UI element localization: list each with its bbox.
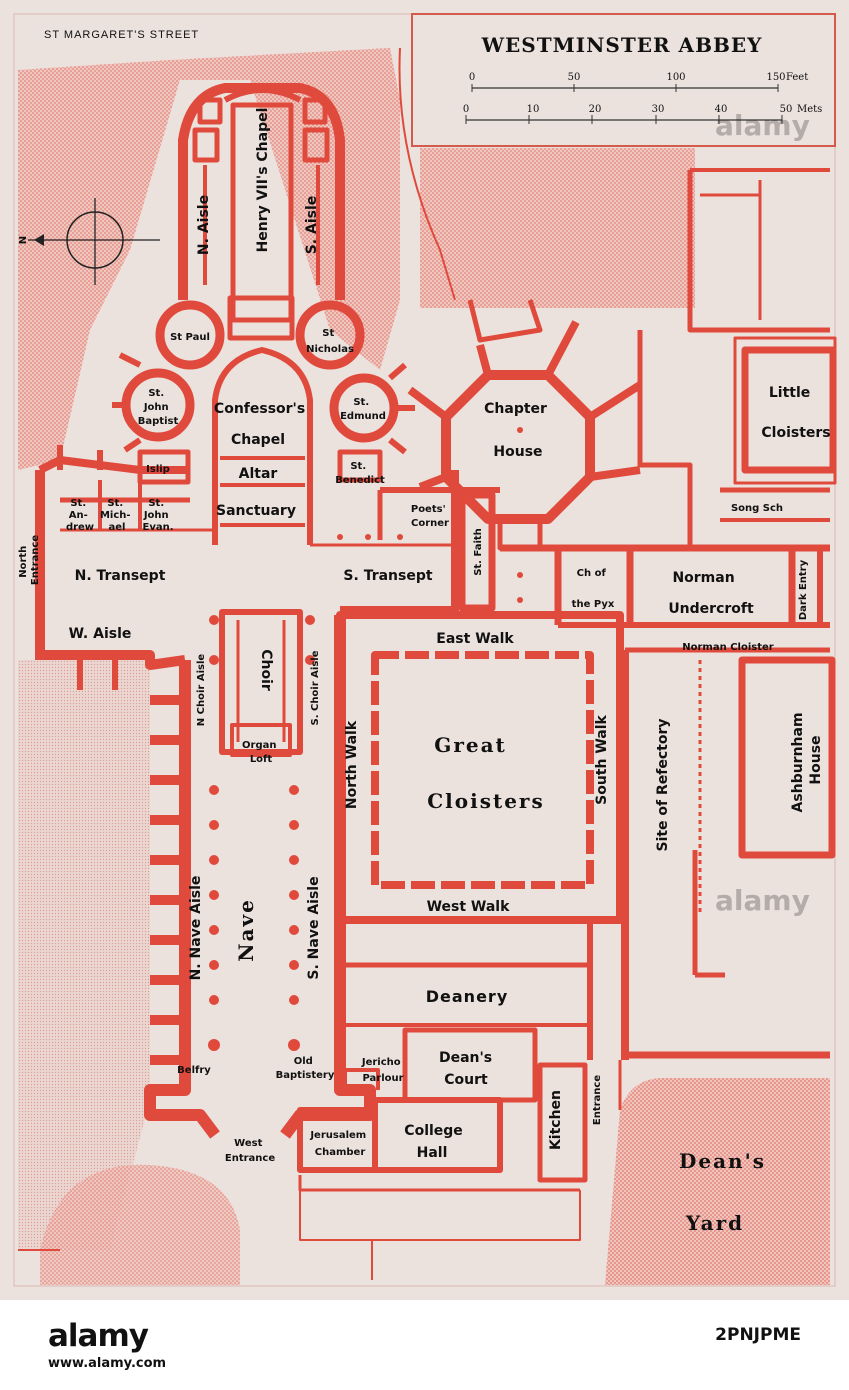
label-norman-undercroft: Norman Undercroft [668,570,754,617]
label-poets-corner: Poets' Corner [411,504,449,529]
svg-text:0: 0 [463,104,469,115]
label-s-aisle: S. Aisle [304,196,320,255]
garden-west [18,660,150,1250]
westminster-abbey-map: WESTMINSTER ABBEY 0 50 100 150 Feet 0 10… [0,0,849,1300]
image-id: 2PNJPME [715,1325,801,1345]
svg-text:30: 30 [652,104,665,115]
label-st-michael: St. Mich- ael [100,498,134,533]
label-entrance: Entrance [592,1075,603,1125]
label-song-sch: Song Sch [731,503,783,514]
label-deanery: Deanery [426,987,509,1006]
label-n-transept: N. Transept [75,568,166,584]
footer-url: www.alamy.com [48,1356,167,1371]
label-old-baptistery: Old Baptistery [276,1056,335,1081]
label-s-choir-aisle: S. Choir Aisle [310,650,321,725]
label-site-of-refectory: Site of Refectory [655,718,671,851]
title-box [411,13,836,147]
label-islip: Islip [146,464,170,475]
label-altar: Altar [239,466,278,482]
street-label: ST MARGARET'S STREET [44,29,199,41]
label-north-entrance: North Entrance [18,535,41,585]
label-henry-vii-chapel: Henry VII's Chapel [255,108,271,253]
watermark: alamy alamy [715,109,810,917]
label-north-walk: North Walk [344,720,360,809]
label-st-paul: St Paul [170,332,210,343]
label-deans-yard: Dean's Yard [679,1149,775,1235]
label-st-john-evan: St. John Evan. [142,498,173,533]
label-sanctuary: Sanctuary [216,503,296,519]
label-s-transept: S. Transept [343,568,432,584]
nave-piers [208,427,523,1051]
scale-bar-metres: 0 10 20 30 40 50 Mets [463,104,822,124]
scale-bar-feet: 0 50 100 150 Feet [469,72,808,92]
label-confessors-chapel: Confessor's Chapel [214,401,310,448]
compass-icon [28,198,160,285]
svg-text:Feet: Feet [786,72,808,83]
garden-northeast [420,148,695,308]
svg-text:40: 40 [715,104,728,115]
label-st-benedict: St. Benedict [335,461,385,486]
label-ashburnham-house: Ashburnham House [790,708,824,813]
footer-bar [0,1300,849,1390]
label-ch-of-the-pyx: Ch of the Pyx [572,568,615,610]
label-n-choir-aisle: N Choir Aisle [196,654,207,727]
label-st-nicholas: St Nicholas [306,328,354,355]
label-n-nave-aisle: N. Nave Aisle [188,876,204,981]
label-jericho-parlour: Jericho Parlour [361,1057,404,1084]
compass-north-label: N [18,236,29,244]
label-south-walk: South Walk [594,714,610,804]
label-choir: Choir [258,649,274,691]
label-chapter-house: Chapter House [484,401,552,460]
label-college-hall: College Hall [404,1123,467,1161]
label-organ-loft: Organ Loft [242,740,280,765]
abbey-walls [18,47,837,1280]
label-dark-entry: Dark Entry [798,559,809,620]
map-title: WESTMINSTER ABBEY [481,33,763,57]
label-kitchen: Kitchen [548,1090,564,1150]
svg-text:20: 20 [589,104,602,115]
label-st-edmund: St. Edmund [340,397,386,422]
garden-southwest [40,1164,240,1285]
label-norman-cloister: Norman Cloister [682,642,774,653]
label-east-walk: East Walk [436,631,514,647]
label-jerusalem-chamber: Jerusalem Chamber [309,1130,369,1158]
svg-text:10: 10 [527,104,540,115]
svg-text:Mets: Mets [797,104,822,115]
deans-yard-green [605,1078,830,1285]
label-west-walk: West Walk [427,899,511,915]
label-st-faith: St. Faith [473,528,484,576]
svg-text:50: 50 [568,72,581,83]
label-belfry: Belfry [177,1065,211,1076]
label-s-nave-aisle: S. Nave Aisle [306,876,322,979]
label-w-aisle: W. Aisle [69,626,132,642]
label-st-andrew: St. An- drew [66,498,94,533]
alamy-logo: alamy [48,1318,149,1354]
label-little-cloisters: Little Cloisters [761,385,830,441]
label-st-john-baptist: St. John Baptist [138,388,179,427]
svg-text:150: 150 [766,72,785,83]
label-nave: Nave [234,898,258,962]
label-west-entrance: West Entrance [225,1138,275,1164]
svg-text:alamy: alamy [715,109,810,142]
label-n-aisle: N. Aisle [196,195,212,255]
svg-text:alamy: alamy [715,884,810,917]
map-labels: Henry VII's Chapel N. Aisle S. Aisle St … [18,108,831,1235]
svg-text:0: 0 [469,72,475,83]
label-deans-court: Dean's Court [439,1050,497,1088]
svg-text:100: 100 [666,72,685,83]
label-great-cloisters: Great Cloisters [427,733,544,813]
svg-text:50: 50 [780,104,793,115]
